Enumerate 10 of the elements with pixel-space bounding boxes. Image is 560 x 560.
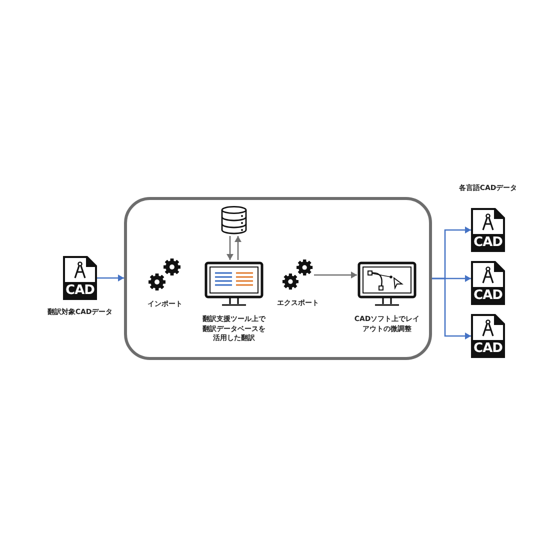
file-type-label: CAD xyxy=(472,235,504,251)
file-type-label: CAD xyxy=(472,341,504,357)
arrow xyxy=(97,274,124,282)
arrow xyxy=(432,278,471,340)
rounded-panel xyxy=(124,197,432,360)
arrow xyxy=(226,236,234,260)
file-type-label: CAD xyxy=(64,283,96,299)
arrow xyxy=(314,272,357,278)
arrow xyxy=(234,236,242,260)
file-type-label: CAD xyxy=(472,288,504,304)
